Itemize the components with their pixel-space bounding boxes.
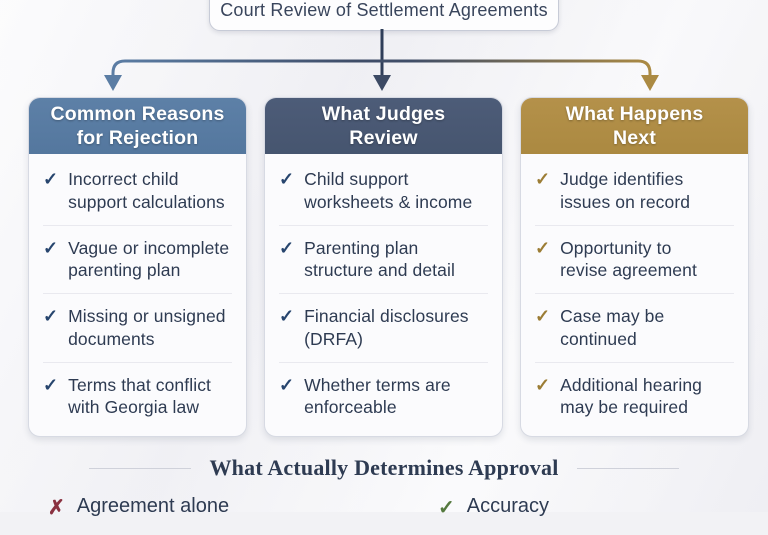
card-header: What Happens Next bbox=[521, 98, 748, 154]
branch-line bbox=[111, 59, 652, 77]
list-item-text: Case may be continued bbox=[560, 306, 665, 349]
list-item-text: Terms that conflict with Georgia law bbox=[68, 374, 212, 418]
card-what-judges-review: What Judges Review ✓ Child support works… bbox=[264, 97, 503, 437]
check-icon: ✓ bbox=[279, 374, 295, 395]
card-what-happens-next: What Happens Next ✓ Judge identifies iss… bbox=[520, 97, 749, 437]
list-item-text: Financial disclosures (DRFA) bbox=[304, 306, 469, 349]
negative-factor-item: ✗ Agreement alone bbox=[48, 495, 229, 520]
check-icon: ✓ bbox=[279, 169, 295, 189]
list-item-text: Incorrect child support calculations bbox=[68, 169, 225, 212]
list-item-text: Whether terms are enforceable bbox=[304, 374, 451, 418]
negative-factor-label: Agreement alone bbox=[76, 495, 230, 517]
check-icon: ✓ bbox=[535, 306, 551, 326]
list-item-text: Vague or incomplete parenting plan bbox=[68, 237, 230, 281]
divider-line-left bbox=[89, 467, 192, 469]
check-icon: ✓ bbox=[438, 497, 455, 519]
check-icon: ✓ bbox=[43, 306, 59, 326]
page-title: Court Review of Settlement Agreements bbox=[220, 0, 548, 20]
list-item: ✓ Incorrect child support calculations bbox=[43, 157, 232, 226]
check-icon: ✓ bbox=[535, 169, 551, 189]
list-item-text: Parenting plan structure and detail bbox=[304, 237, 455, 281]
list-item: ✓ Judge identifies issues on record bbox=[535, 157, 734, 226]
title-box: Court Review of Settlement Agreements bbox=[209, 0, 559, 31]
check-icon: ✓ bbox=[279, 237, 295, 258]
card-body: ✓ Judge identifies issues on record ✓ Op… bbox=[521, 154, 748, 436]
check-icon: ✓ bbox=[535, 374, 551, 395]
list-item: ✓ Child support worksheets & income bbox=[279, 157, 488, 226]
list-item: ✓ Parenting plan structure and detail bbox=[279, 226, 488, 294]
card-body: ✓ Child support worksheets & income ✓ Pa… bbox=[265, 154, 502, 436]
positive-factor-item: ✓ Accuracy bbox=[438, 495, 549, 520]
list-item: ✓ Case may be continued bbox=[535, 294, 734, 363]
list-item: ✓ Opportunity to revise agreement bbox=[535, 226, 734, 294]
bottom-comparison-row: ✗ Agreement alone ✓ Accuracy bbox=[0, 495, 768, 535]
check-icon: ✓ bbox=[535, 237, 551, 258]
cross-icon: ✗ bbox=[48, 497, 65, 519]
list-item-text: Judge identifies issues on record bbox=[560, 169, 691, 212]
card-common-reasons: Common Reasons for Rejection ✓ Incorrect… bbox=[28, 97, 247, 437]
check-icon: ✓ bbox=[43, 169, 59, 189]
list-item: ✓ Missing or unsigned documents bbox=[43, 294, 232, 363]
list-item: ✓ Whether terms are enforceable bbox=[279, 363, 488, 431]
check-icon: ✓ bbox=[43, 374, 59, 395]
card-header: What Judges Review bbox=[265, 98, 502, 154]
list-item: ✓ Vague or incomplete parenting plan bbox=[43, 226, 232, 294]
arrowhead-left-icon bbox=[104, 75, 122, 91]
list-item-text: Opportunity to revise agreement bbox=[560, 237, 697, 281]
arrowhead-right-icon bbox=[641, 75, 659, 91]
card-body: ✓ Incorrect child support calculations ✓… bbox=[29, 154, 246, 436]
columns-row: Common Reasons for Rejection ✓ Incorrect… bbox=[0, 97, 768, 437]
list-item-text: Additional hearing may be required bbox=[560, 374, 702, 418]
divider-line-right bbox=[576, 467, 679, 469]
section-heading: What Actually Determines Approval bbox=[209, 455, 559, 480]
positive-factor-label: Accuracy bbox=[466, 495, 550, 517]
list-item-text: Child support worksheets & income bbox=[304, 169, 473, 212]
list-item: ✓ Additional hearing may be required bbox=[535, 363, 734, 431]
arrowhead-center-icon bbox=[373, 75, 391, 91]
check-icon: ✓ bbox=[43, 237, 59, 258]
bottom-section-title: What Actually Determines Approval bbox=[0, 455, 768, 481]
list-item: ✓ Terms that conflict with Georgia law bbox=[43, 363, 232, 431]
check-icon: ✓ bbox=[279, 306, 295, 326]
list-item-text: Missing or unsigned documents bbox=[68, 306, 226, 349]
card-header: Common Reasons for Rejection bbox=[29, 98, 246, 154]
list-item: ✓ Financial disclosures (DRFA) bbox=[279, 294, 488, 363]
flow-connector bbox=[104, 29, 659, 91]
